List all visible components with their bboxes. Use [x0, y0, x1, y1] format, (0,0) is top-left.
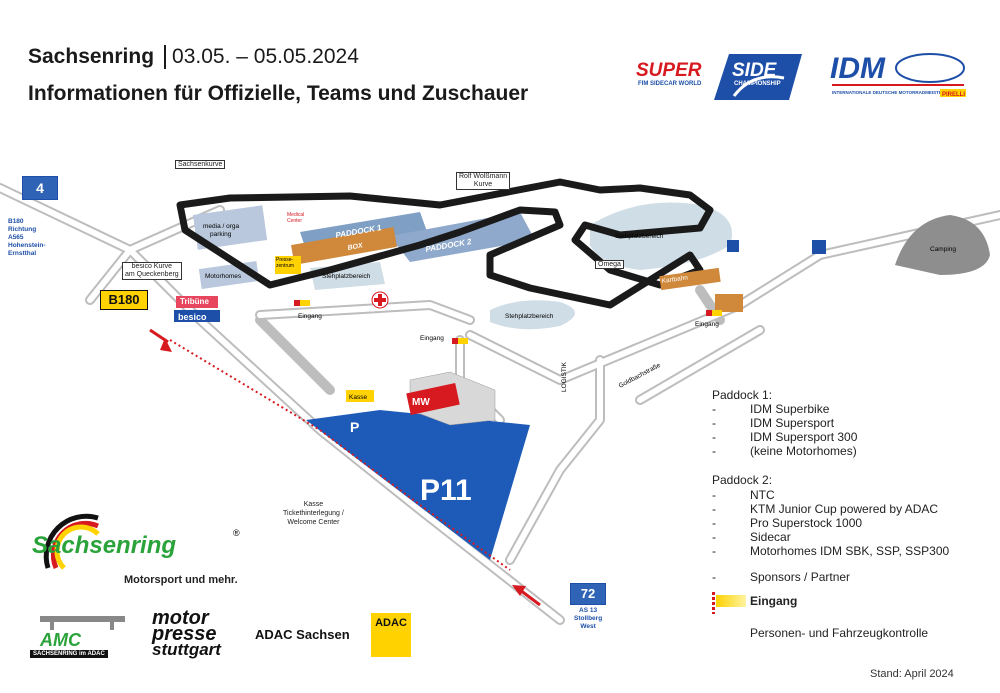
legend-paddock2-item: Motorhomes IDM SBK, SSP, SSP300 [750, 544, 950, 558]
amc-text: AMC [40, 630, 81, 650]
legend-paddock2-title: Paddock 2: [712, 473, 773, 487]
page-subtitle: Informationen für Offizielle, Teams und … [28, 82, 529, 105]
legend-paddock1-item: IDM Supersport 300 [750, 430, 858, 444]
kartbahn-building [659, 267, 721, 291]
sachsenring-logo: Sachsenring ® Motorsport und mehr. [28, 508, 248, 588]
kasse-note: Kasse Tickethinterlegung / Welcome Cente… [283, 501, 344, 526]
superside-logo: SUPER SIDE FIM SIDECAR WORLD CHAMPIONSHI… [634, 52, 804, 102]
stehplatz-area-2 [490, 300, 575, 330]
svg-text:P: P [350, 419, 359, 435]
legend-paddock1-item: IDM Supersport [750, 416, 835, 430]
road-sign-72: 72 [570, 583, 606, 605]
title-separator [164, 45, 167, 70]
kartbahn-label: Kartbahn [661, 274, 688, 285]
sachsenring-tagline: Motorsport und mehr. [124, 574, 238, 586]
legend-paddock2-item: KTM Junior Cup powered by ADAC [750, 502, 939, 516]
motorpresse-logo: motor presse stuttgart [152, 607, 221, 659]
p11-parking [306, 410, 530, 560]
road-sign-b180: B180 [100, 290, 148, 310]
circuit-map: P11 P MW media / orga parking Motorhomes… [0, 178, 1000, 625]
road-sign-4: 4 [22, 176, 58, 200]
legend-paddock1-title: Paddock 1: [712, 388, 773, 402]
media-orga-label-2: parking [210, 231, 232, 238]
sachsenkurve-label: Sachsenkurve [175, 160, 226, 169]
eingang-label-3: Eingang [695, 321, 719, 328]
adac-logo: ADAC [371, 613, 411, 657]
superside-sub2: CHAMPIONSHIP [734, 81, 781, 87]
idm-pirelli: PIRELLI [942, 92, 965, 98]
stand-date: Stand: April 2024 [870, 668, 954, 680]
idm-sub: INTERNATIONALE DEUTSCHE MOTORRADMEISTERS… [832, 90, 964, 95]
tribune-blue [174, 310, 220, 322]
b180-note: B180 Richtung A565 Hohenstein- Ernstthal [8, 218, 46, 257]
superside-text-1: SUPER [636, 60, 702, 81]
presse-label: Presse-zentrum [275, 256, 301, 274]
adac-sachsen-text: ADAC Sachsen [255, 627, 350, 642]
legend-eingang: Eingang [750, 594, 798, 608]
kartbahn-small-building [715, 294, 743, 312]
tribune-label: Tribüne [180, 297, 209, 306]
stehplatz-label-1: Stehplatzbereich [615, 233, 664, 240]
sachsenring-reg: ® [233, 528, 240, 538]
motorhomes-label: Motorhomes [205, 273, 242, 280]
event-dates: 03.05. – 05.05.2024 [172, 45, 359, 68]
legend-paddock2-item: Sidecar [750, 530, 791, 544]
kasse-sign [346, 390, 374, 402]
legend-paddock2-item: NTC [750, 488, 775, 502]
besico-label: besico [178, 312, 207, 322]
legend-paddock1-item: (keine Motorhomes) [750, 444, 857, 458]
box-label: BOX [347, 242, 364, 252]
legend-paddock1-item: IDM Superbike [750, 402, 830, 416]
entrance-marker-icon [712, 592, 715, 614]
stehplatz-label-2: Stehplatzbereich [505, 313, 554, 320]
amc-sub: SACHSENRING im ADAC [30, 650, 108, 658]
legend-paddock2-item: Pro Superstock 1000 [750, 516, 863, 530]
idm-text: IDM [830, 52, 886, 85]
as13-note: AS 13 Stollberg West [574, 607, 603, 630]
p11-label: P11 [420, 474, 472, 507]
camping-area [895, 215, 990, 275]
media-orga-label-1: media / orga [203, 223, 240, 230]
stehplatz-label-3: Stehplatzbereich [322, 273, 371, 280]
paddock-2-area [390, 212, 535, 262]
legend-kontrolle: Personen- und Fahrzeugkontrolle [750, 626, 929, 640]
camping-label: Camping [930, 246, 956, 253]
eingang-label-2: Eingang [420, 335, 444, 342]
idm-logo: IDM INTERNATIONALE DEUTSCHE MOTORRADMEIS… [830, 48, 970, 106]
legend-sponsors: Sponsors / Partner [750, 570, 851, 584]
venue-name: Sachsenring [28, 45, 155, 68]
logistik-label: LOGISTIK [561, 361, 568, 392]
page-title: Sachsenring 03.05. – 05.05.2024 [28, 45, 359, 70]
sachsenring-logo-text: Sachsenring [32, 532, 177, 559]
media-orga-area [192, 205, 268, 250]
tribune-red [176, 296, 218, 308]
box-building [291, 227, 397, 265]
omega-label: Omega [595, 260, 624, 269]
eingang-label-1: Eingang [298, 313, 322, 320]
stehplatz-area-1 [590, 202, 732, 270]
kasse-sign-label: Kasse [349, 394, 367, 401]
legend: Paddock 1: -IDM Superbike -IDM Superspor… [712, 388, 950, 640]
mw-label: MW [412, 397, 430, 408]
superside-sub: FIM SIDECAR WORLD [638, 81, 702, 87]
amc-logo: AMC SACHSENRING im ADAC [30, 612, 135, 662]
superside-text-2: SIDE [732, 60, 778, 81]
